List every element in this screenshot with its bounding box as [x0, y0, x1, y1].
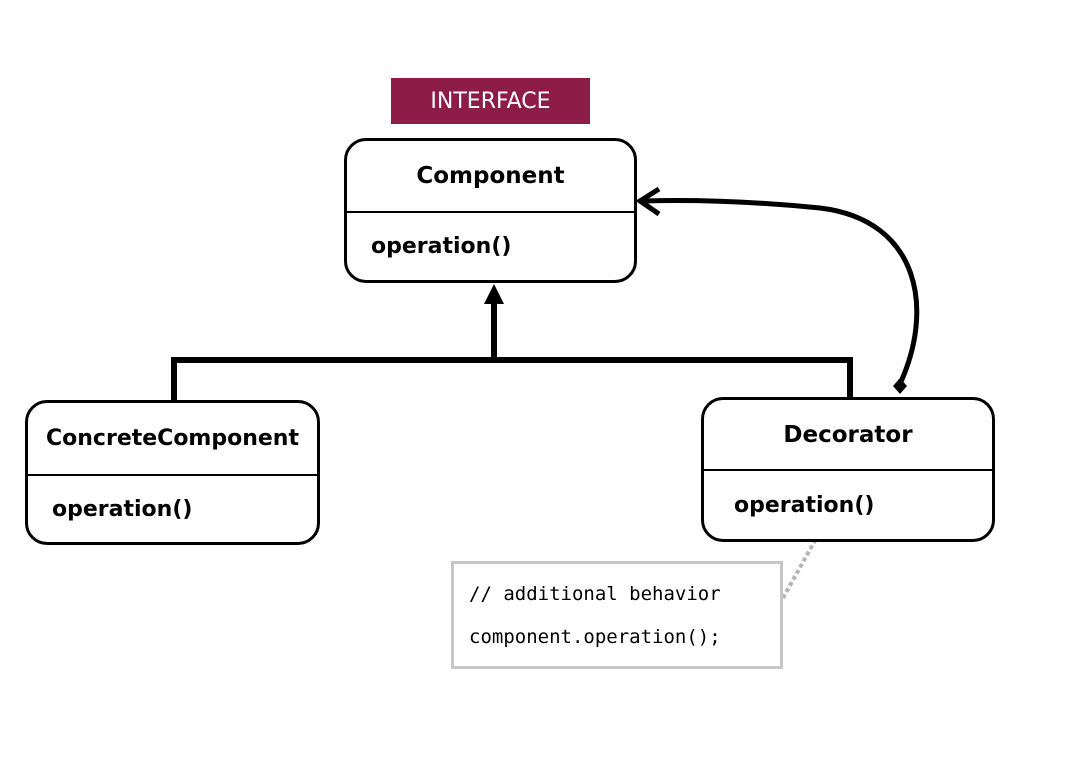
code-note-comment: // additional behavior — [469, 583, 721, 605]
decorator-class-name: Decorator — [704, 400, 992, 471]
aggregation-connector — [642, 198, 920, 388]
code-note: // additional behavior component.operati… — [451, 561, 783, 669]
interface-tag: INTERFACE — [391, 78, 590, 124]
inheritance-arrowhead — [484, 284, 504, 304]
association-arrowhead — [635, 186, 661, 217]
concrete-component-class-box: ConcreteComponent operation() — [25, 400, 320, 545]
concrete-component-class-name: ConcreteComponent — [28, 403, 317, 476]
aggregation-diamond — [893, 378, 907, 394]
interface-tag-label: INTERFACE — [430, 88, 551, 114]
decorator-method: operation() — [734, 492, 875, 518]
component-class-name: Component — [347, 141, 634, 213]
component-method: operation() — [371, 233, 512, 259]
concrete-component-method: operation() — [52, 496, 193, 522]
component-class-box: Component operation() — [344, 138, 637, 283]
code-note-call: component.operation(); — [469, 626, 721, 648]
inheritance-connector — [171, 302, 853, 400]
decorator-class-box: Decorator operation() — [701, 397, 995, 542]
